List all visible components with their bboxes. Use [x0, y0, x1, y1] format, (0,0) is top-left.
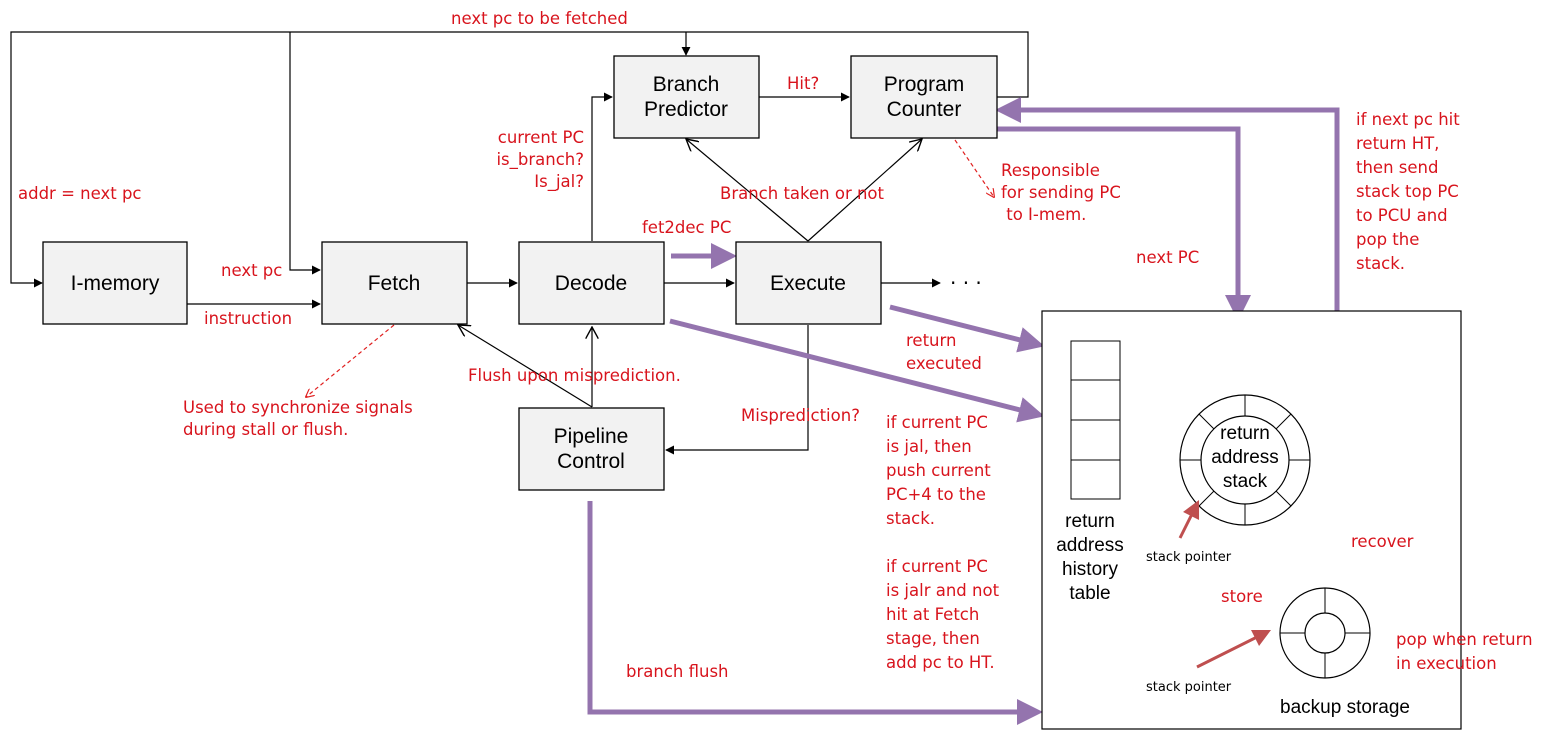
annotations: next pc to be fetched addr = next pc nex…: [18, 9, 1533, 681]
ras-line3: stack: [1223, 471, 1268, 492]
branch-predictor-line1: Branch: [653, 73, 720, 96]
if-jalr-line5: add pc to HT.: [886, 653, 995, 672]
history-table: [1070, 340, 1121, 500]
execute-label: Execute: [770, 272, 846, 295]
fet2dec-pc-label: fet2dec PC: [642, 218, 731, 237]
used-to-sync-line1: Used to synchronize signals: [183, 398, 413, 417]
pipeline-control-block: Pipeline Control: [518, 407, 665, 491]
branch-taken-label: Branch taken or not: [720, 184, 885, 203]
wires: [10, 31, 1029, 455]
stack-pointer-arrow-2: [1196, 629, 1272, 669]
if-jal-line1: if current PC: [886, 413, 988, 432]
backup-storage-label: backup storage: [1280, 697, 1410, 718]
if-jal-line4: PC+4 to the: [886, 485, 986, 504]
taken-to-predictor-wire: [686, 139, 809, 242]
next-pc-loop-wire: [10, 31, 1029, 288]
misprediction-label: Misprediction?: [741, 406, 860, 425]
addr-next-pc-label: addr = next pc: [18, 184, 142, 203]
return-executed-line1: return: [906, 331, 956, 350]
decode-label: Decode: [555, 272, 627, 295]
pc-note-pointer: [954, 139, 994, 197]
backup-storage-ring: [1279, 587, 1371, 679]
return-executed-line2: executed: [906, 354, 982, 373]
pop-when-return-line1: pop when return: [1396, 630, 1533, 649]
next-pc-to-be-fetched-label: next pc to be fetched: [451, 9, 628, 28]
fetch-block: Fetch: [321, 241, 468, 325]
branch-flush-label: branch flush: [626, 662, 729, 681]
used-to-sync-line2: during stall or flush.: [183, 420, 348, 439]
stack-pointer-label-2: stack pointer: [1146, 680, 1232, 695]
fetch-note-pointer: [306, 324, 395, 397]
current-pc-line1: current PC: [498, 128, 584, 147]
branch-flush-arrow: [587, 501, 1043, 725]
if-jalr-line1: if current PC: [886, 557, 988, 576]
decode-to-predictor-wire: [591, 92, 613, 241]
push-stack-arrow: [669, 318, 1045, 423]
next-pc-label: next pc: [221, 261, 282, 280]
program-counter-block: Program Counter: [850, 55, 998, 139]
if-jalr-line3: hit at Fetch: [886, 605, 979, 624]
hit-label: Hit?: [787, 74, 819, 93]
next-pc-arrow: [992, 126, 1251, 321]
responsible-line2: for sending PC: [1001, 183, 1121, 202]
stack-pointer-label-1: stack pointer: [1146, 550, 1232, 565]
return-ht-arrow: [995, 97, 1340, 315]
pipeline-control-line1: Pipeline: [554, 425, 629, 448]
pipeline-control-line2: Control: [557, 450, 625, 473]
history-table-line2: address: [1056, 535, 1124, 556]
branch-predictor-line2: Predictor: [644, 98, 728, 121]
pop-when-return-line2: in execution: [1396, 654, 1497, 673]
if-jalr-line4: stage, then: [886, 629, 980, 648]
current-pc-line3: Is_jal?: [534, 172, 584, 192]
if-next-pc-hit-line1: if next pc hit: [1356, 110, 1460, 129]
history-table-line3: history: [1062, 559, 1118, 580]
pipeline-continues-ellipsis: · · ·: [950, 271, 982, 295]
fetch-label: Fetch: [368, 272, 421, 295]
decode-block: Decode: [518, 241, 665, 325]
next-pc-upper-label: next PC: [1136, 248, 1199, 267]
misprediction-wire: [665, 325, 809, 455]
return-address-stack: [1179, 394, 1311, 526]
responsible-line1: Responsible: [1001, 161, 1100, 180]
instruction-label: instruction: [204, 309, 292, 328]
store-label: store: [1221, 587, 1263, 606]
if-next-pc-hit-line3: then send: [1356, 158, 1438, 177]
if-next-pc-hit-line7: stack.: [1356, 254, 1405, 273]
recover-label: recover: [1351, 532, 1414, 551]
ras-line1: return: [1220, 423, 1270, 444]
if-next-pc-hit-line4: stack top PC: [1356, 182, 1459, 201]
imemory-block: I-memory: [42, 241, 188, 325]
program-counter-line2: Counter: [887, 98, 962, 121]
flush-fetch-wire: [458, 325, 593, 408]
if-next-pc-hit-line6: pop the: [1356, 230, 1419, 249]
taken-to-pc-wire: [807, 139, 922, 242]
execute-block: Execute: [735, 241, 882, 325]
next-pc-to-fetch-wire: [289, 32, 321, 275]
if-next-pc-hit-line2: return HT,: [1356, 134, 1439, 153]
responsible-line3: to I-mem.: [1001, 205, 1086, 224]
flush-upon-label: Flush upon misprediction.: [468, 366, 681, 385]
stack-pointer-arrow-1: [1178, 499, 1200, 539]
return-executed-arrow: [889, 304, 1045, 353]
if-next-pc-hit-line5: to PCU and: [1356, 206, 1448, 225]
if-jal-line3: push current: [886, 461, 991, 480]
return-address-unit: return address history table return addr…: [1041, 310, 1462, 730]
if-jal-line2: is jal, then: [886, 437, 972, 456]
program-counter-line1: Program: [884, 73, 965, 96]
current-pc-line2: is_branch?: [496, 150, 584, 170]
ras-line2: address: [1211, 447, 1279, 468]
branch-predictor-block: Branch Predictor: [613, 55, 760, 139]
history-table-line4: table: [1069, 583, 1110, 604]
imemory-label: I-memory: [71, 272, 160, 295]
if-jalr-line2: is jalr and not: [886, 581, 1000, 600]
if-jal-line5: stack.: [886, 509, 935, 528]
history-table-line1: return: [1065, 511, 1115, 532]
